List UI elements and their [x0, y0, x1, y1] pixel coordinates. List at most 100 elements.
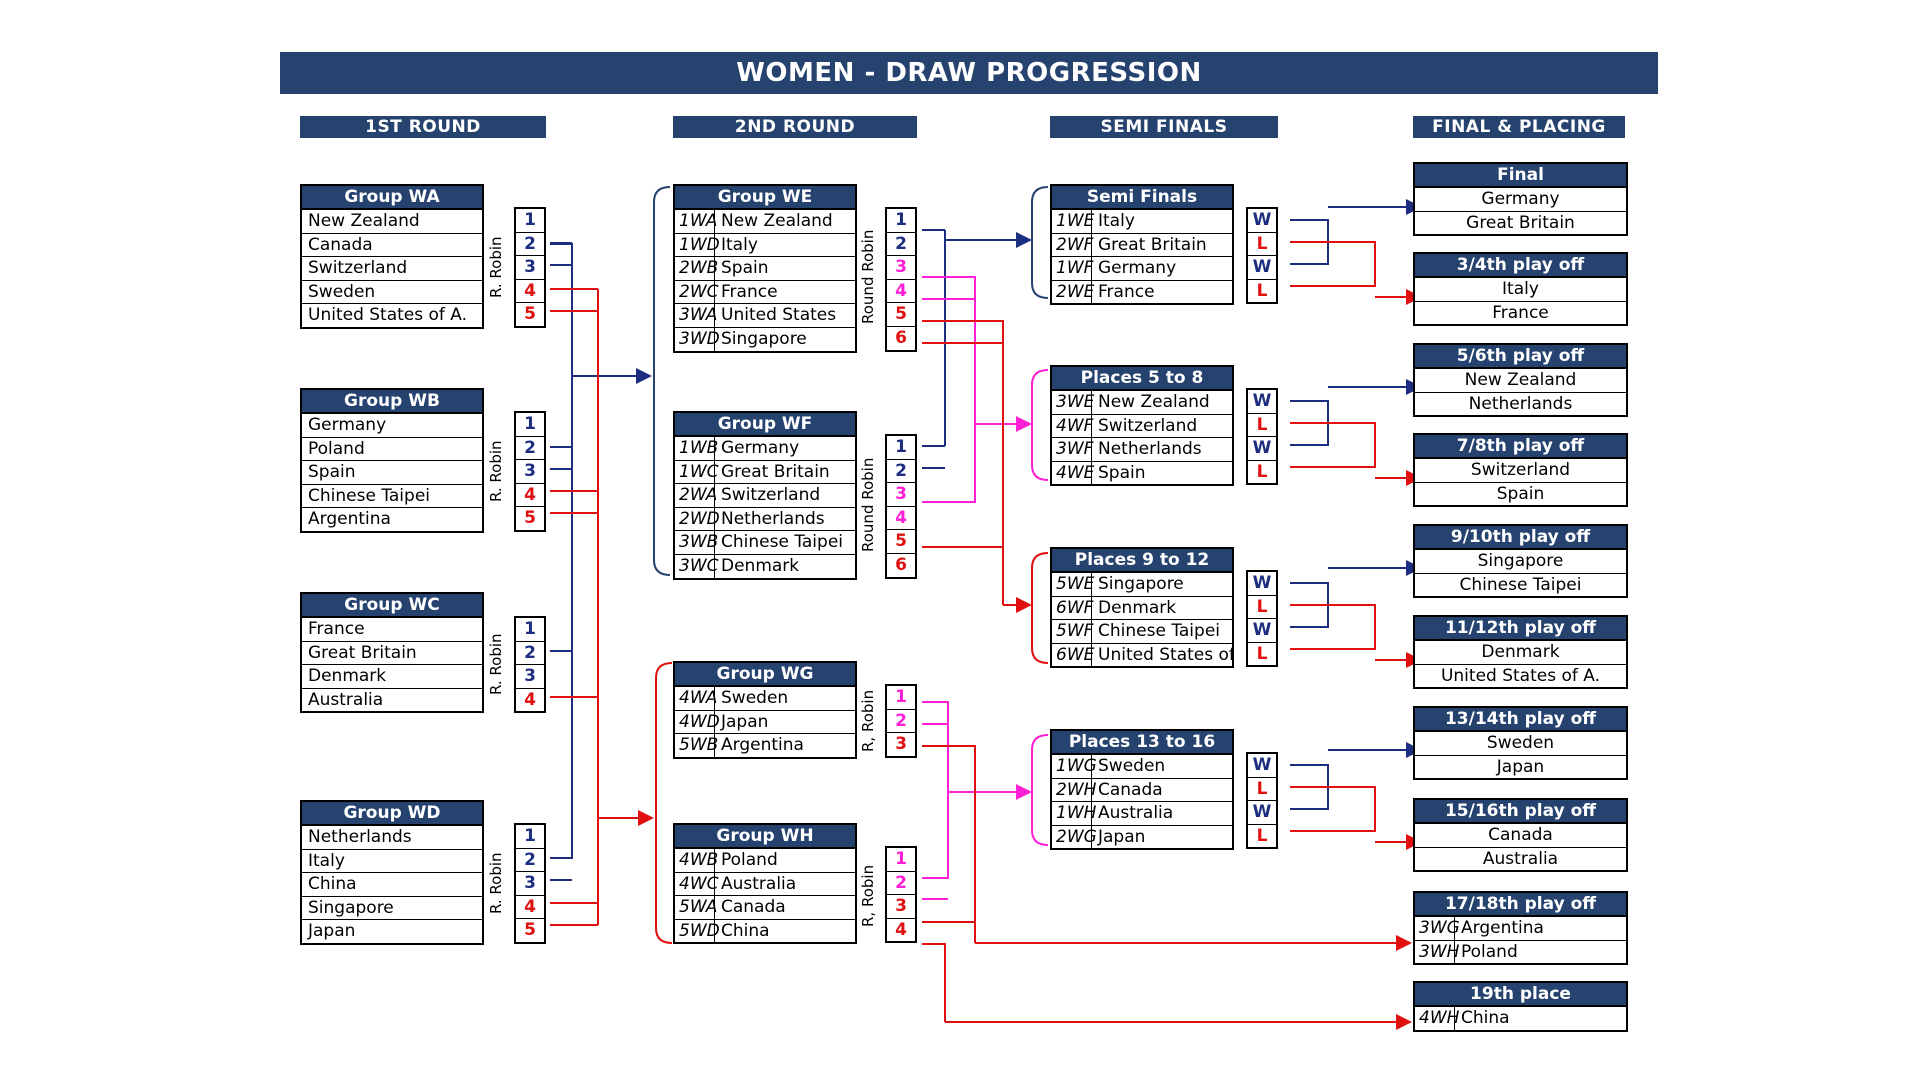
bracket-we-wf — [653, 186, 671, 576]
team-name: Germany — [1481, 189, 1560, 209]
team-name: Denmark — [1098, 597, 1177, 618]
loss-marker: L — [1256, 643, 1268, 664]
team-row: Netherlands — [1415, 393, 1626, 416]
team-row: Chinese Taipei — [302, 485, 482, 509]
team-name: Italy — [1098, 211, 1135, 231]
group-wb-box: Group WB Germany Poland Spain Chinese Ta… — [300, 388, 484, 533]
loss-marker: L — [1248, 778, 1276, 802]
team-name: Singapore — [1098, 574, 1184, 594]
team-row: Japan — [1415, 756, 1626, 779]
seed-code: 5WE — [1052, 573, 1094, 596]
rank: 5 — [524, 508, 536, 529]
seed-code: 3WD — [675, 327, 720, 351]
team-name: Spain — [308, 462, 356, 483]
rank: 5 — [887, 303, 915, 327]
rank: 1 — [887, 848, 915, 872]
rank: 3 — [516, 665, 544, 689]
seed-code: 6WE — [1052, 643, 1094, 667]
group-header: Places 13 to 16 — [1052, 731, 1232, 755]
team-row: Canada — [302, 234, 482, 258]
team-name: New Zealand — [308, 211, 420, 231]
team-row: Chinese Taipei — [1415, 574, 1626, 597]
team-name: Canada — [1488, 825, 1553, 845]
column-header-final: FINAL & PLACING — [1413, 116, 1625, 138]
team-name: Italy — [721, 234, 758, 255]
rank: 3 — [516, 460, 544, 484]
rank: 4 — [516, 280, 544, 304]
playoff-header: 17/18th play off — [1415, 893, 1626, 917]
team-name: Chinese Taipei — [1459, 574, 1582, 595]
rank: 4 — [524, 689, 536, 710]
seed-code: 1WA — [675, 210, 717, 233]
r2-to-places-9-12-lines — [922, 320, 1032, 613]
team-row: Spain — [302, 461, 482, 485]
rank: 1 — [516, 825, 544, 849]
rank: 6 — [895, 327, 907, 348]
team-name: Netherlands — [1468, 393, 1573, 414]
rank: 4 — [516, 484, 544, 508]
playoff-header: 7/8th play off — [1415, 435, 1626, 459]
rank: 5 — [524, 920, 536, 941]
column-header-semis: SEMI FINALS — [1050, 116, 1278, 138]
win-marker: W — [1248, 619, 1276, 643]
seed-code: 2WE — [1052, 280, 1094, 304]
team-name: New Zealand — [1098, 392, 1210, 412]
loss-marker: L — [1256, 825, 1268, 846]
team-row: China — [302, 873, 482, 897]
team-name: Spain — [721, 258, 769, 279]
group-header: Group WF — [675, 413, 855, 437]
group-wa-box: Group WA New Zealand Canada Switzerland … — [300, 184, 484, 329]
team-name: Singapore — [721, 328, 807, 349]
team-name: Great Britain — [1466, 212, 1575, 233]
seed-code: 5WA — [675, 896, 717, 919]
win-marker: W — [1248, 801, 1276, 825]
seed-code: 4WH — [1415, 1007, 1459, 1030]
rank-column: 1 2 3 4 5 6 — [885, 207, 917, 352]
team-name: New Zealand — [1464, 370, 1577, 390]
team-name: China — [1461, 1008, 1510, 1028]
seed-code: 4WB — [675, 849, 718, 872]
team-row: Sweden — [302, 281, 482, 305]
bracket-semis — [1031, 186, 1049, 299]
r2-to-places-13-16-lines — [922, 701, 1032, 900]
rank: 4 — [895, 919, 907, 940]
bracket-wg-wh — [655, 662, 673, 944]
seed-code: 5WB — [675, 734, 718, 757]
team-name: Germany — [721, 438, 800, 458]
group-wd-box: Group WD Netherlands Italy China Singapo… — [300, 800, 484, 945]
team-name: France — [721, 281, 778, 302]
playoff-header: 19th place — [1415, 983, 1626, 1007]
rank-column: 1 2 3 4 5 6 — [885, 434, 917, 579]
win-marker: W — [1248, 209, 1276, 233]
team-name: Italy — [1502, 279, 1539, 299]
win-marker: W — [1248, 572, 1276, 596]
team-row: Canada — [1415, 824, 1626, 848]
rank: 2 — [887, 872, 915, 896]
team-name: Denmark — [721, 555, 800, 576]
team-name: China — [308, 874, 357, 895]
team-row: Argentina — [302, 508, 482, 531]
team-row: Denmark — [302, 665, 482, 689]
seed-code: 3WC — [675, 554, 719, 578]
group-header: Group WH — [675, 825, 855, 849]
seed-code: 2WH — [1052, 778, 1096, 802]
rank: 4 — [887, 280, 915, 304]
playoff-15-16-box: 15/16th play off Canada Australia — [1413, 798, 1628, 873]
rank: 2 — [887, 710, 915, 734]
win-marker: W — [1248, 256, 1276, 280]
rr-label: R. Robin — [487, 236, 505, 298]
